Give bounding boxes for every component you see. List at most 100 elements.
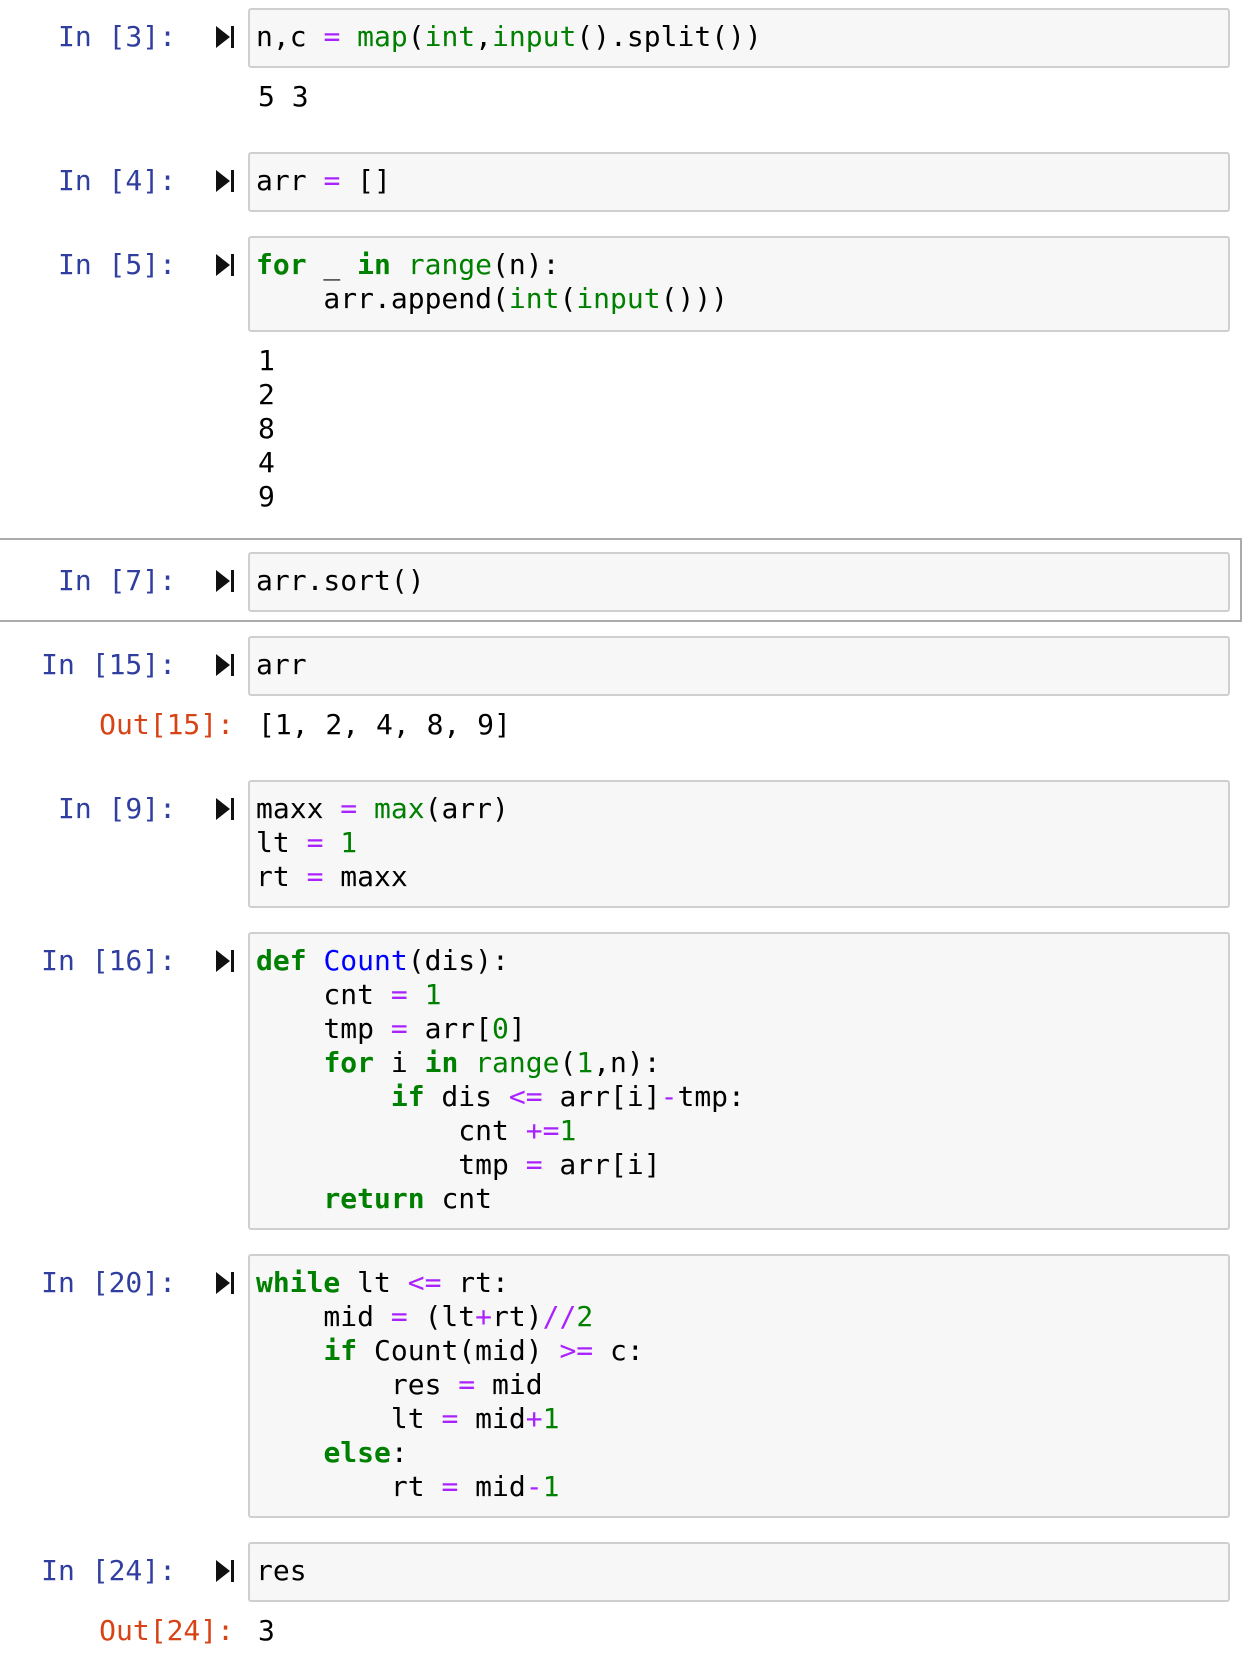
code-token: mid	[458, 1402, 526, 1435]
code-token	[307, 944, 324, 977]
code-token: <=	[407, 1266, 442, 1299]
run-cell-icon[interactable]	[214, 796, 236, 822]
run-cell-icon[interactable]	[214, 168, 236, 194]
code-token: res	[256, 1554, 307, 1587]
run-cell-icon[interactable]	[214, 948, 236, 974]
code-token: maxx	[256, 792, 341, 825]
code-line: rt = maxx	[256, 860, 408, 894]
code-token: in	[424, 1046, 459, 1079]
code-token: =	[323, 164, 341, 197]
code-token: maxx	[323, 860, 408, 893]
code-token: []	[340, 164, 391, 197]
code-token: arr[i]	[542, 1148, 661, 1181]
code-token: =	[340, 792, 358, 825]
code-token: =	[441, 1470, 459, 1503]
code-token: //	[542, 1300, 577, 1333]
code-token: ()))	[660, 282, 729, 315]
output-prompt: Out[24]:	[99, 1614, 234, 1647]
code-token: arr.sort()	[256, 564, 425, 597]
code-input[interactable]	[248, 932, 1230, 1230]
code-token: for	[323, 1046, 375, 1079]
code-token: cnt	[256, 1114, 526, 1147]
run-cell-icon[interactable]	[214, 1558, 236, 1584]
code-token: =	[390, 1012, 408, 1045]
code-input[interactable]	[248, 780, 1230, 908]
code-token: ,	[475, 20, 493, 53]
code-token: tmp	[256, 1012, 391, 1045]
code-token: =	[390, 978, 408, 1011]
input-prompt: In [16]:	[41, 944, 176, 977]
code-token: input	[492, 20, 577, 53]
code-token: 1	[576, 1046, 594, 1079]
code-line: arr = []	[256, 164, 391, 198]
input-prompt: In [9]:	[57, 792, 176, 825]
run-cell-icon[interactable]	[214, 568, 236, 594]
code-token: =	[306, 860, 324, 893]
code-token	[256, 1334, 323, 1367]
code-token: c:	[593, 1334, 644, 1367]
run-cell-icon[interactable]	[214, 652, 236, 678]
code-line: for i in range(1,n):	[256, 1046, 660, 1080]
run-cell-icon[interactable]	[214, 252, 236, 278]
stream-output: 4	[258, 446, 275, 479]
code-token: =	[390, 1300, 408, 1333]
code-token: i	[374, 1046, 425, 1079]
code-token: Count(mid)	[357, 1334, 560, 1367]
code-token: =	[441, 1402, 459, 1435]
code-token: (arr)	[424, 792, 509, 825]
input-prompt: In [24]:	[41, 1554, 176, 1587]
code-token: tmp	[256, 1148, 526, 1181]
code-input[interactable]	[248, 236, 1230, 332]
code-token: ().split())	[576, 20, 762, 53]
code-input[interactable]	[248, 1254, 1230, 1518]
selected-cell-frame	[0, 538, 1242, 622]
code-token: return	[323, 1182, 425, 1215]
code-token: lt	[256, 826, 307, 859]
code-token: int	[424, 20, 476, 53]
code-token: >=	[559, 1334, 594, 1367]
code-line: rt = mid-1	[256, 1470, 560, 1504]
code-input[interactable]	[248, 1542, 1230, 1602]
code-token: dis	[424, 1080, 509, 1113]
code-token: +	[525, 1402, 543, 1435]
code-line: if dis <= arr[i]-tmp:	[256, 1080, 745, 1114]
code-token: (	[559, 282, 577, 315]
code-line: else:	[256, 1436, 407, 1470]
code-token: rt	[256, 860, 307, 893]
code-line: tmp = arr[i]	[256, 1148, 661, 1182]
code-line: lt = mid+1	[256, 1402, 560, 1436]
code-token: def	[256, 944, 307, 977]
run-cell-icon[interactable]	[214, 24, 236, 50]
code-input[interactable]	[248, 552, 1230, 612]
code-token: 1	[340, 826, 358, 859]
code-token: =	[458, 1368, 476, 1401]
run-cell-icon[interactable]	[214, 1270, 236, 1296]
code-token: 1	[559, 1114, 577, 1147]
code-token: arr	[256, 648, 307, 681]
code-token: rt	[256, 1470, 442, 1503]
code-token: +=	[525, 1114, 560, 1147]
code-token: while	[256, 1266, 341, 1299]
code-line: def Count(dis):	[256, 944, 509, 978]
stream-output: 8	[258, 412, 275, 445]
code-line: tmp = arr[0]	[256, 1012, 525, 1046]
code-token	[357, 792, 374, 825]
code-token: range	[475, 1046, 560, 1079]
code-input[interactable]	[248, 636, 1230, 696]
code-line: lt = 1	[256, 826, 357, 860]
code-token: in	[357, 248, 391, 281]
code-token: cnt	[256, 978, 391, 1011]
code-token	[408, 978, 425, 1011]
code-token: mid	[256, 1300, 391, 1333]
code-input[interactable]	[248, 8, 1230, 68]
stream-output: 5 3	[258, 80, 309, 113]
code-token	[391, 248, 408, 281]
input-prompt: In [4]:	[57, 164, 176, 197]
code-input[interactable]	[248, 152, 1230, 212]
execute-result: [1, 2, 4, 8, 9]	[258, 708, 511, 741]
code-token: cnt	[424, 1182, 493, 1215]
code-token: mid	[475, 1368, 543, 1401]
code-line: for _ in range(n):	[256, 248, 559, 282]
code-token: arr[	[407, 1012, 493, 1045]
code-line: res	[256, 1554, 307, 1588]
